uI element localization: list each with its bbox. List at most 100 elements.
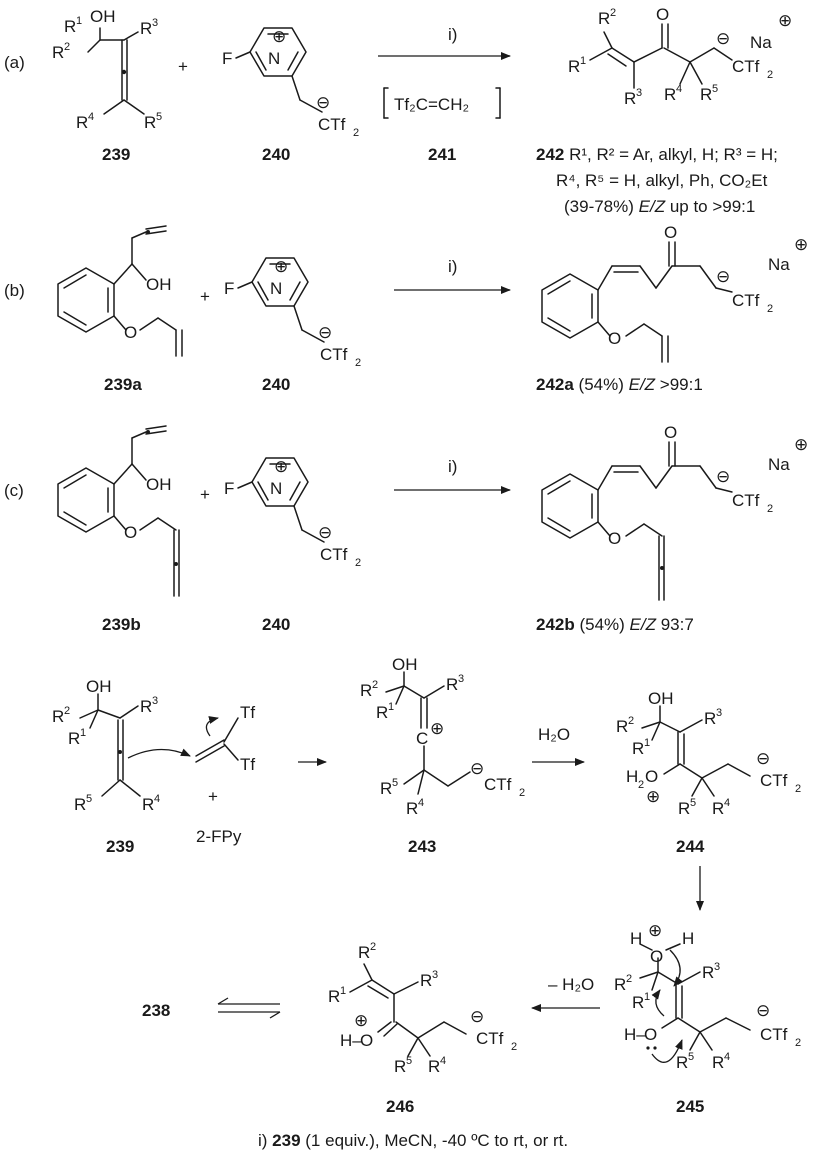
svg-text:2: 2: [767, 303, 773, 315]
result-a-line1: 242 R¹, R² = Ar, alkyl, H; R³ = H;: [536, 145, 778, 164]
svg-text:R: R: [358, 943, 370, 962]
svg-text:CTf: CTf: [732, 291, 760, 310]
svg-text:+: +: [200, 485, 210, 504]
svg-text:2: 2: [64, 41, 70, 53]
svg-text:CTf: CTf: [476, 1029, 504, 1048]
mech-label-243: 243: [408, 837, 436, 856]
svg-text:⊖: ⊖: [756, 749, 770, 768]
svg-text:H–: H–: [624, 1025, 646, 1044]
svg-text:2: 2: [355, 357, 361, 369]
svg-text:R: R: [420, 971, 432, 990]
svg-text:R: R: [140, 697, 152, 716]
svg-text:R: R: [700, 85, 712, 104]
result-a-line3: (39-78%) E/Z up to >99:1: [564, 197, 755, 216]
svg-text:1: 1: [644, 991, 650, 1003]
svg-text:OH: OH: [86, 677, 112, 696]
svg-text:5: 5: [712, 83, 718, 95]
svg-text:5: 5: [392, 777, 398, 789]
svg-text:N: N: [270, 479, 282, 498]
svg-text:R: R: [632, 993, 644, 1012]
svg-text:⊕: ⊕: [274, 257, 288, 276]
svg-text:2: 2: [795, 783, 801, 795]
svg-text:R: R: [376, 703, 388, 722]
svg-text:1: 1: [340, 985, 346, 997]
svg-text:1: 1: [580, 55, 586, 67]
svg-text:3: 3: [714, 961, 720, 973]
svg-text:5: 5: [690, 797, 696, 809]
svg-text:4: 4: [724, 1051, 730, 1063]
svg-text:2: 2: [610, 7, 616, 19]
compound-label-239a: 239a: [104, 375, 142, 394]
svg-text:CTf: CTf: [320, 545, 348, 564]
svg-text:R: R: [74, 795, 86, 814]
svg-text:R: R: [614, 975, 626, 994]
conditions-footnote: i) 239 (1 equiv.), MeCN, -40 ºC to rt, o…: [258, 1131, 568, 1150]
result-a-line2: R⁴, R⁵ = H, alkyl, Ph, CO₂Et: [556, 171, 768, 190]
svg-text:H: H: [626, 767, 638, 786]
svg-text:OH: OH: [392, 655, 418, 674]
svg-text:R: R: [712, 799, 724, 818]
svg-text:i): i): [448, 457, 457, 476]
compound-label-240-c: 240: [262, 615, 290, 634]
mech-label-239: 239: [106, 837, 134, 856]
result-b: 242a (54%) E/Z >99:1: [536, 375, 703, 394]
svg-text:2: 2: [638, 779, 644, 791]
plus-sign: +: [178, 57, 188, 76]
result-c: 242b (54%) E/Z 93:7: [536, 615, 694, 634]
svg-text:R: R: [68, 729, 80, 748]
svg-text:CTf: CTf: [732, 57, 760, 76]
svg-text:OH: OH: [146, 275, 172, 294]
svg-text:2: 2: [353, 127, 359, 139]
svg-text:O: O: [608, 329, 621, 348]
equilibrium-arrows: [217, 997, 281, 1019]
svg-text:2: 2: [372, 679, 378, 691]
water-label: H₂O: [538, 725, 570, 744]
svg-text:⊕: ⊕: [646, 787, 660, 806]
svg-text:CTf: CTf: [318, 115, 346, 134]
compound-label-240: 240: [262, 145, 290, 164]
svg-text:H: H: [682, 929, 694, 948]
svg-text:O: O: [650, 947, 663, 966]
svg-text:OH: OH: [648, 689, 674, 708]
svg-text:3: 3: [152, 17, 158, 29]
svg-text:⊖: ⊖: [318, 523, 332, 542]
svg-text:N: N: [270, 279, 282, 298]
label-f: F: [222, 49, 232, 68]
triflyl-alkene: Tf Tf: [195, 703, 255, 774]
minus-water-label: – H₂O: [548, 975, 594, 994]
arrow-a-label: i): [448, 25, 457, 44]
svg-text:4: 4: [154, 793, 160, 805]
svg-text:3: 3: [636, 87, 642, 99]
svg-text:Tf₂C=CH₂: Tf₂C=CH₂: [394, 95, 469, 114]
svg-text:CTf: CTf: [484, 775, 512, 794]
svg-text:O: O: [360, 1031, 373, 1050]
svg-text:⊕: ⊕: [272, 27, 286, 46]
svg-text:+: +: [200, 287, 210, 306]
compound-label-241: 241: [428, 145, 456, 164]
label-2-fpy: 2-FPy: [196, 827, 242, 846]
intermediate-241: Tf₂C=CH₂: [383, 87, 501, 119]
svg-text:⊖: ⊖: [716, 29, 730, 48]
svg-text:R: R: [624, 89, 636, 108]
svg-text:R: R: [406, 799, 418, 818]
svg-text:2: 2: [355, 557, 361, 569]
label-oh: OH: [90, 7, 116, 26]
svg-text:⊕: ⊕: [430, 719, 444, 738]
mech-label-246: 246: [386, 1097, 414, 1116]
svg-text:1: 1: [644, 737, 650, 749]
svg-text:R: R: [428, 1057, 440, 1076]
svg-text:R: R: [142, 795, 154, 814]
compound-label-239b: 239b: [102, 615, 141, 634]
svg-text:R: R: [664, 85, 676, 104]
svg-text:OH: OH: [146, 475, 172, 494]
svg-text:CTf: CTf: [760, 1025, 788, 1044]
svg-text:5: 5: [86, 793, 92, 805]
svg-text:5: 5: [688, 1051, 694, 1063]
mech-label-238: 238: [142, 1001, 170, 1020]
svg-text:CTf: CTf: [732, 491, 760, 510]
svg-text:4: 4: [724, 797, 730, 809]
